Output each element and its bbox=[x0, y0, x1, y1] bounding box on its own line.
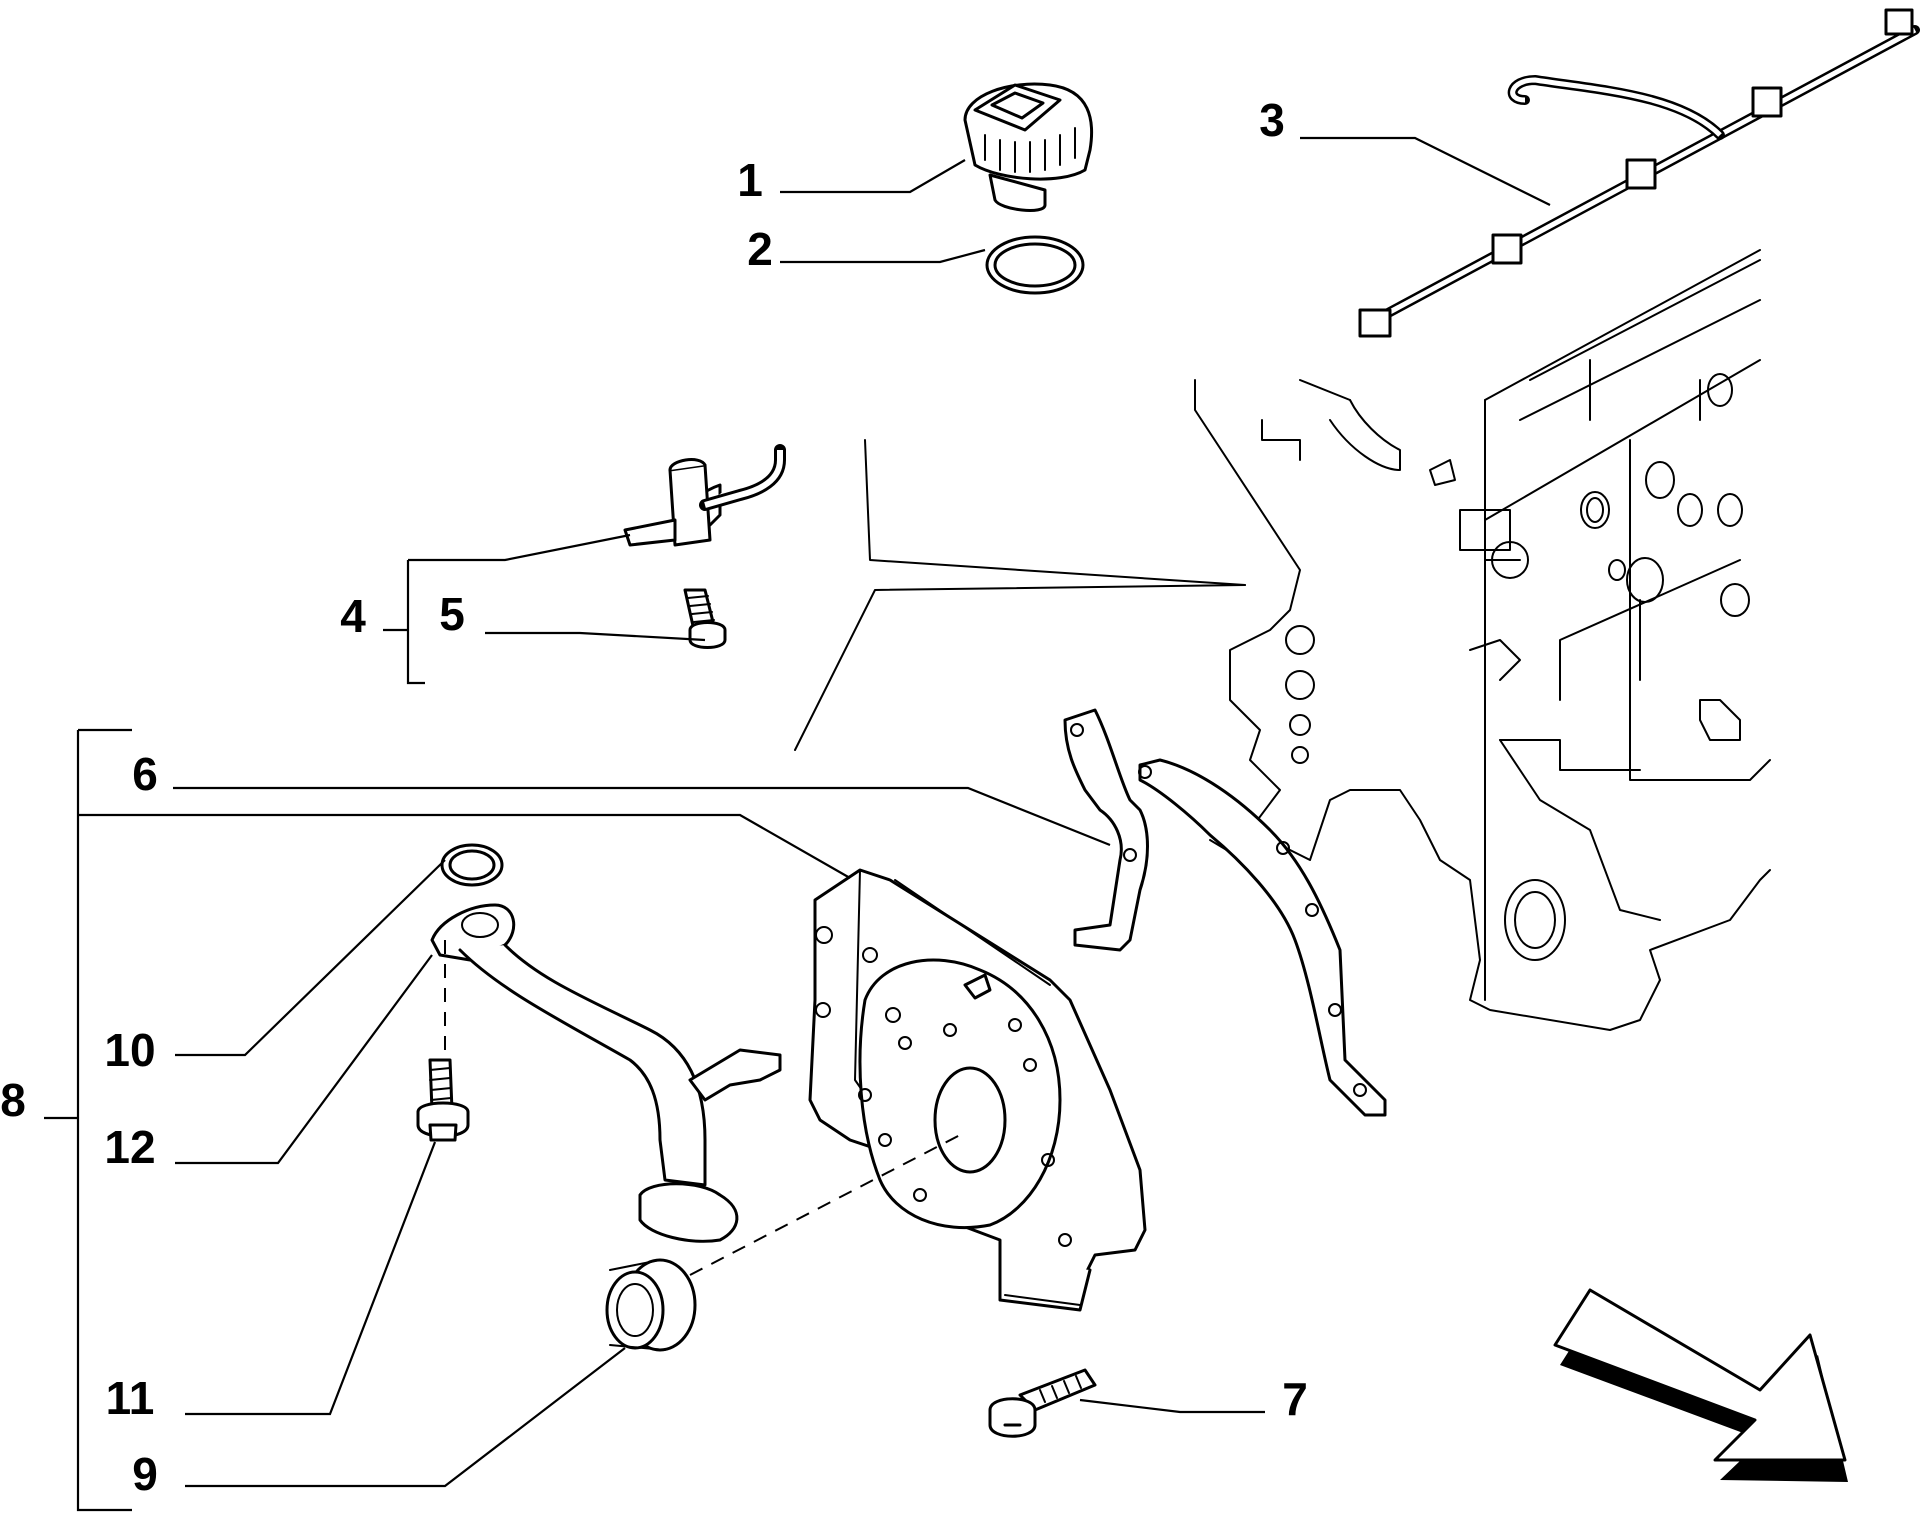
callout-11: 11 bbox=[106, 1372, 155, 1424]
seal-ring[interactable] bbox=[440, 843, 504, 887]
callout-4: 4 bbox=[340, 590, 366, 642]
callout-6: 6 bbox=[132, 748, 158, 800]
callout-12: 12 bbox=[104, 1121, 155, 1173]
oil-pickup-tube[interactable] bbox=[430, 903, 782, 1243]
callout-5: 5 bbox=[439, 588, 465, 640]
sensor-assembly[interactable] bbox=[623, 444, 786, 547]
pump-bolt[interactable] bbox=[988, 1368, 1097, 1438]
engine-leader-upper bbox=[864, 439, 1246, 586]
alignment-line-shaft bbox=[689, 1134, 961, 1276]
engine-block bbox=[1194, 249, 1771, 1031]
o-ring[interactable] bbox=[985, 235, 1085, 295]
pickup-bolt[interactable] bbox=[416, 1058, 470, 1142]
callout-10: 10 bbox=[104, 1024, 155, 1076]
callout-3: 3 bbox=[1259, 94, 1285, 146]
callout-8: 8 bbox=[0, 1074, 26, 1126]
shaft-seal[interactable] bbox=[605, 1258, 697, 1352]
callout-1: 1 bbox=[737, 154, 763, 206]
callout-9: 9 bbox=[132, 1448, 158, 1500]
callout-2: 2 bbox=[747, 223, 773, 275]
direction-arrow-icon bbox=[1553, 1288, 1848, 1482]
oil-filler-cap[interactable] bbox=[963, 82, 1094, 212]
callout-labels: 1 2 3 4 5 6 7 8 9 10 11 12 bbox=[0, 94, 1308, 1500]
leader-lines bbox=[44, 136, 1551, 1512]
wiring-harness[interactable] bbox=[1358, 8, 1920, 338]
engine-leader-lower bbox=[794, 584, 1246, 751]
callout-7: 7 bbox=[1282, 1373, 1308, 1425]
sensor-bolt[interactable] bbox=[683, 588, 727, 649]
pump-gasket[interactable] bbox=[1063, 708, 1387, 1117]
